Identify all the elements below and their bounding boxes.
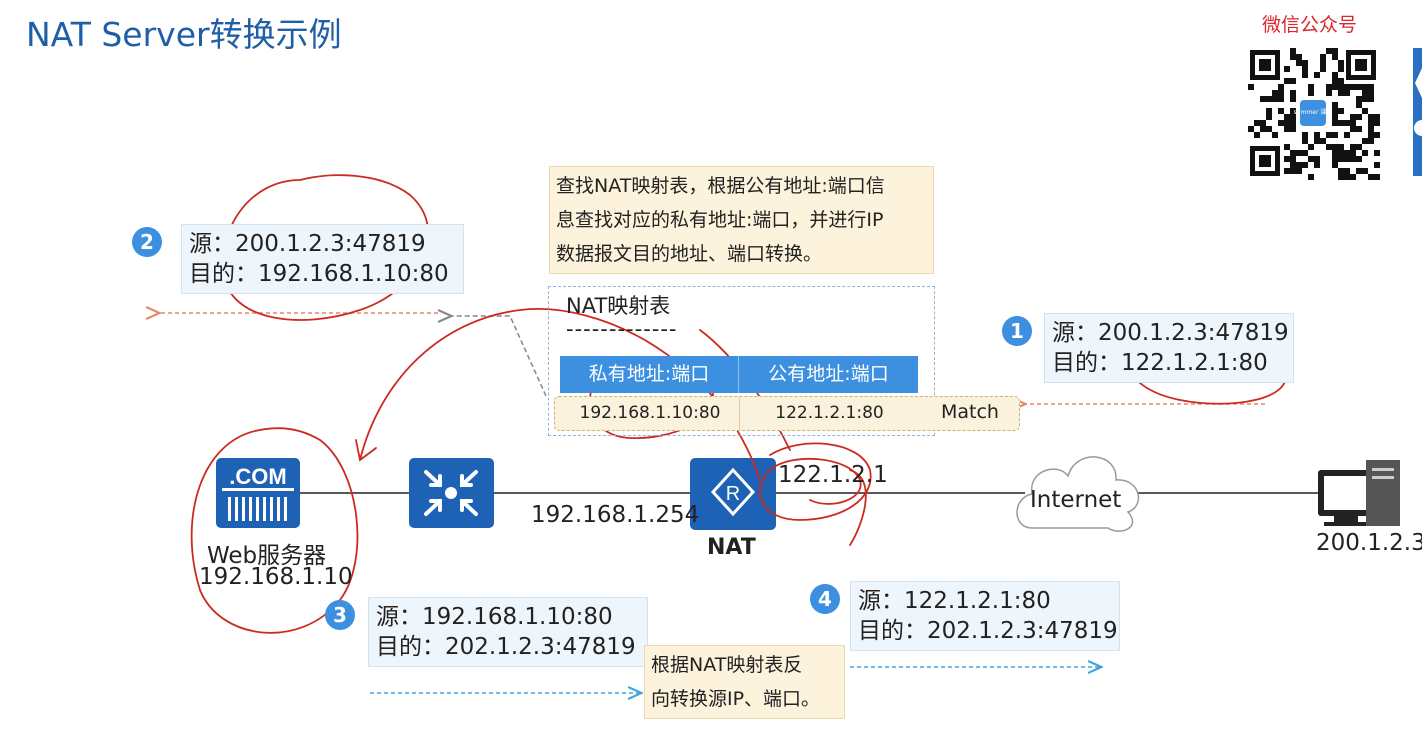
internet-label: Internet — [1030, 487, 1122, 513]
step4-badge: 4 — [810, 584, 840, 614]
step1-dst: 目的：122.1.2.1:80 — [1052, 350, 1268, 376]
annotation-circle-web — [190, 427, 359, 634]
nat-col-private: 私有地址:端口 — [560, 356, 739, 393]
page-title: NAT Server转换示例 — [26, 15, 342, 54]
step2-box: 源：200.1.2.3:47819 目的：192.168.1.10:80 — [181, 224, 464, 294]
match-label: Match — [941, 401, 999, 423]
step1-src: 源：200.1.2.3:47819 — [1052, 320, 1289, 346]
web-server-icon: .COM — [216, 458, 300, 528]
web-icon-text: .COM — [229, 464, 286, 489]
step3-badge: 3 — [325, 600, 355, 630]
nat-table-title: NAT映射表 — [566, 294, 671, 318]
router-inside-ip: 192.168.1.254 — [531, 502, 700, 528]
nat-table-frame — [548, 286, 935, 436]
step3-box: 源：192.168.1.10:80 目的：202.1.2.3:47819 — [368, 597, 648, 667]
internet-cloud-icon — [1016, 456, 1140, 532]
web-server-ip: 192.168.1.10 — [199, 564, 353, 590]
qr-code-icon: summer 课堂 — [1246, 46, 1380, 180]
step1-badge: 1 — [1002, 316, 1032, 346]
pc-icon — [1318, 460, 1400, 526]
step2-badge: 2 — [132, 227, 162, 257]
note-lookup-line-2: 息查找对应的私有地址:端口，并进行IP — [556, 209, 884, 231]
annotation-swirl-router — [759, 442, 872, 546]
note-lookup-line-3: 数据报文目的地址、端口转换。 — [556, 243, 823, 265]
nat-table-header: 私有地址:端口 公有地址:端口 — [560, 356, 918, 393]
step4-box: 源：122.1.2.1:80 目的：202.1.2.3:47819 — [850, 581, 1120, 651]
step4-dst: 目的：202.1.2.3:47819 — [858, 618, 1118, 644]
step3-dst: 目的：202.1.2.3:47819 — [376, 634, 636, 660]
wechat-label: 微信公众号 — [1262, 14, 1358, 36]
pc-ip: 200.1.2.3 — [1316, 530, 1422, 556]
step2-dst: 目的：192.168.1.10:80 — [189, 261, 449, 287]
router-name: NAT — [707, 535, 756, 560]
note-lookup: 查找NAT映射表，根据公有地址:端口信 息查找对应的私有地址:端口，并进行IP … — [549, 166, 934, 274]
arrow-table-lookup — [450, 316, 547, 397]
step2-src: 源：200.1.2.3:47819 — [189, 231, 426, 257]
nat-row-public: 122.1.2.1:80 — [775, 403, 884, 423]
note-reverse: 根据NAT映射表反 向转换源IP、端口。 — [644, 645, 845, 719]
web-server-name: Web服务器 — [207, 543, 327, 569]
step4-src: 源：122.1.2.1:80 — [858, 588, 1051, 614]
step1-box: 源：200.1.2.3:47819 目的：122.1.2.1:80 — [1044, 313, 1294, 383]
side-decoration-icon — [1413, 48, 1422, 176]
note-reverse-line-2: 向转换源IP、端口。 — [651, 688, 821, 710]
nat-col-public: 公有地址:端口 — [768, 363, 889, 385]
nat-row-private: 192.168.1.10:80 — [561, 397, 740, 430]
step3-src: 源：192.168.1.10:80 — [376, 604, 613, 630]
router-letter: R — [726, 483, 740, 505]
nat-table-divider: ------------- — [566, 317, 678, 341]
note-reverse-line-1: 根据NAT映射表反 — [651, 654, 803, 676]
nat-table-row: 192.168.1.10:80 122.1.2.1:80 — [554, 396, 1020, 431]
qr-logo-text: summer 课堂 — [1294, 108, 1333, 116]
switch-icon — [409, 458, 494, 528]
router-icon: R — [690, 458, 776, 530]
note-lookup-line-1: 查找NAT映射表，根据公有地址:端口信 — [556, 175, 885, 197]
router-outside-ip: 122.1.2.1 — [778, 462, 888, 488]
